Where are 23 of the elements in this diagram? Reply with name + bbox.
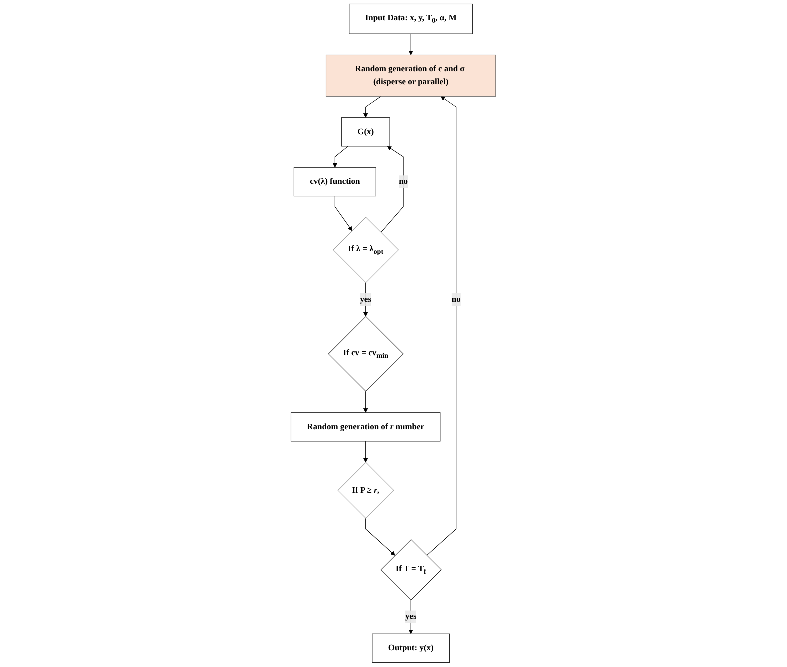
arrow bbox=[334, 196, 352, 232]
edge-label: no bbox=[452, 294, 461, 304]
node-diamond: If T = T$_{f}$ bbox=[380, 539, 442, 601]
node-box: cv(λ) function bbox=[294, 167, 376, 197]
node-box: Random generation of c and σ (disperse or parallel) bbox=[326, 55, 496, 97]
arrow bbox=[365, 518, 396, 556]
arrow bbox=[380, 146, 404, 233]
arrow bbox=[363, 441, 368, 463]
arrow bbox=[363, 391, 368, 414]
arrow bbox=[363, 96, 382, 118]
edge-label: yes bbox=[360, 294, 372, 304]
node-diamond: If λ = λ$_{opt}$ bbox=[333, 217, 400, 284]
node-box: Output: y(x) bbox=[372, 634, 450, 663]
node-diamond: If cv = cv$_{min}$ bbox=[328, 316, 404, 392]
arrow bbox=[332, 146, 348, 168]
node-box: G(x) bbox=[341, 118, 390, 147]
arrow bbox=[408, 34, 414, 56]
node-box: Input Data: x, y, T$_{0}$, α, M bbox=[349, 4, 473, 34]
edge-label: yes bbox=[405, 612, 417, 622]
node-diamond: If P ≥ r, bbox=[338, 462, 394, 519]
node-box: Random generation of r number bbox=[290, 412, 441, 442]
edge-label: no bbox=[398, 177, 408, 186]
arrow bbox=[426, 96, 457, 556]
